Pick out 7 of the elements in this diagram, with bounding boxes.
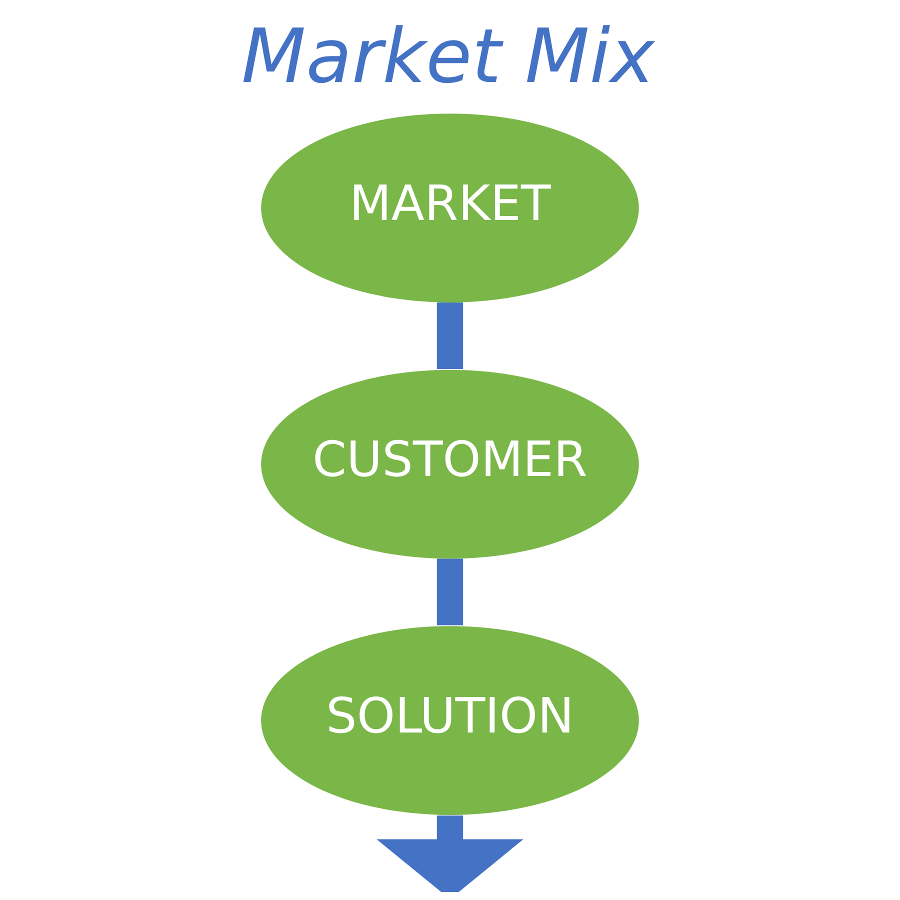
node-ellipse: MARKET	[261, 114, 639, 302]
node-ellipse: SOLUTION	[261, 626, 639, 815]
arrow	[376, 815, 524, 892]
connector	[436, 558, 464, 626]
diagram-title: Market Mix	[241, 12, 655, 100]
node-ellipse: CUSTOMER	[261, 370, 639, 559]
connector	[436, 302, 464, 369]
